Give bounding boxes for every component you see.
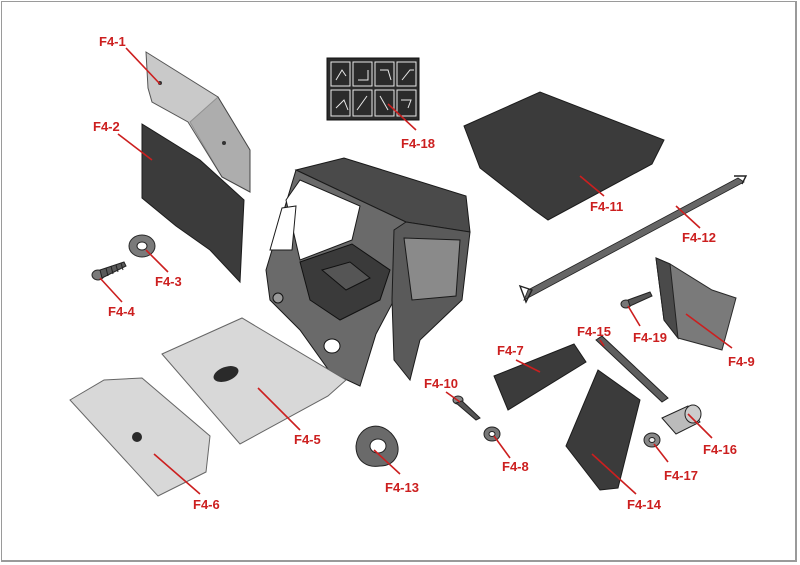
leader-f4-11 — [579, 175, 605, 197]
label-f4-1: F4-1 — [99, 34, 126, 49]
part-f4-15-rod — [595, 335, 669, 403]
label-f4-15: F4-15 — [577, 324, 611, 339]
part-f4-11-floor-mat — [463, 91, 665, 221]
part-f4-12-rod — [518, 175, 748, 304]
part-f4-14-panel — [565, 369, 641, 491]
leader-f4-4 — [99, 277, 123, 303]
label-f4-7: F4-7 — [497, 343, 524, 358]
label-f4-5: F4-5 — [294, 432, 321, 447]
part-f4-13-clip — [355, 425, 399, 467]
leader-f4-6 — [153, 453, 201, 495]
part-f4-19-bolt — [620, 291, 653, 309]
part-f4-2-side-panel — [141, 123, 245, 284]
label-f4-14: F4-14 — [627, 497, 662, 512]
leader-f4-16 — [687, 413, 713, 439]
leader-lines — [99, 47, 733, 495]
leader-f4-13 — [373, 449, 401, 475]
label-f4-8: F4-8 — [502, 459, 529, 474]
label-f4-3: F4-3 — [155, 274, 182, 289]
leader-f4-3 — [145, 249, 169, 273]
part-f4-5-floor-panel — [161, 317, 347, 445]
part-f4-8-washer — [483, 426, 501, 442]
leader-f4-9 — [685, 313, 733, 349]
label-f4-16: F4-16 — [703, 442, 737, 457]
label-f4-6: F4-6 — [193, 497, 220, 512]
label-f4-13: F4-13 — [385, 480, 419, 495]
leader-f4-5 — [257, 387, 301, 431]
part-f4-6-floor-panel — [69, 377, 211, 497]
part-f4-17-nut — [643, 432, 661, 448]
part-f4-3-washer — [128, 234, 156, 258]
part-f4-16-bolt — [661, 404, 702, 435]
part-f4-9-bracket — [655, 257, 737, 351]
label-f4-10: F4-10 — [424, 376, 458, 391]
leader-f4-10 — [445, 391, 461, 403]
part-labels: F4-1 F4-2 F4-3 F4-4 F4-5 F4-6 F4-7 F4-8 … — [93, 34, 755, 512]
leader-f4-18 — [387, 103, 417, 131]
leader-f4-19 — [627, 305, 641, 327]
part-f4-7-strip — [493, 343, 587, 411]
part-f4-4-screw — [91, 261, 127, 281]
label-f4-18: F4-18 — [401, 136, 435, 151]
part-f4-1-side-panel — [145, 51, 251, 193]
label-f4-11: F4-11 — [590, 199, 623, 214]
leader-f4-2 — [117, 133, 153, 161]
leader-f4-14 — [591, 453, 637, 495]
leader-f4-12 — [675, 205, 701, 229]
label-f4-9: F4-9 — [728, 354, 755, 369]
label-f4-4: F4-4 — [108, 304, 136, 319]
leader-f4-15 — [599, 339, 605, 347]
label-f4-17: F4-17 — [664, 468, 698, 483]
label-f4-19: F4-19 — [633, 330, 667, 345]
label-f4-2: F4-2 — [93, 119, 120, 134]
part-cab-body — [265, 157, 471, 387]
label-f4-12: F4-12 — [682, 230, 716, 245]
part-f4-18-decal — [326, 57, 420, 121]
leader-f4-8 — [493, 435, 511, 459]
leader-f4-1 — [125, 47, 161, 85]
leader-f4-7 — [515, 359, 541, 373]
leader-f4-17 — [653, 443, 669, 463]
